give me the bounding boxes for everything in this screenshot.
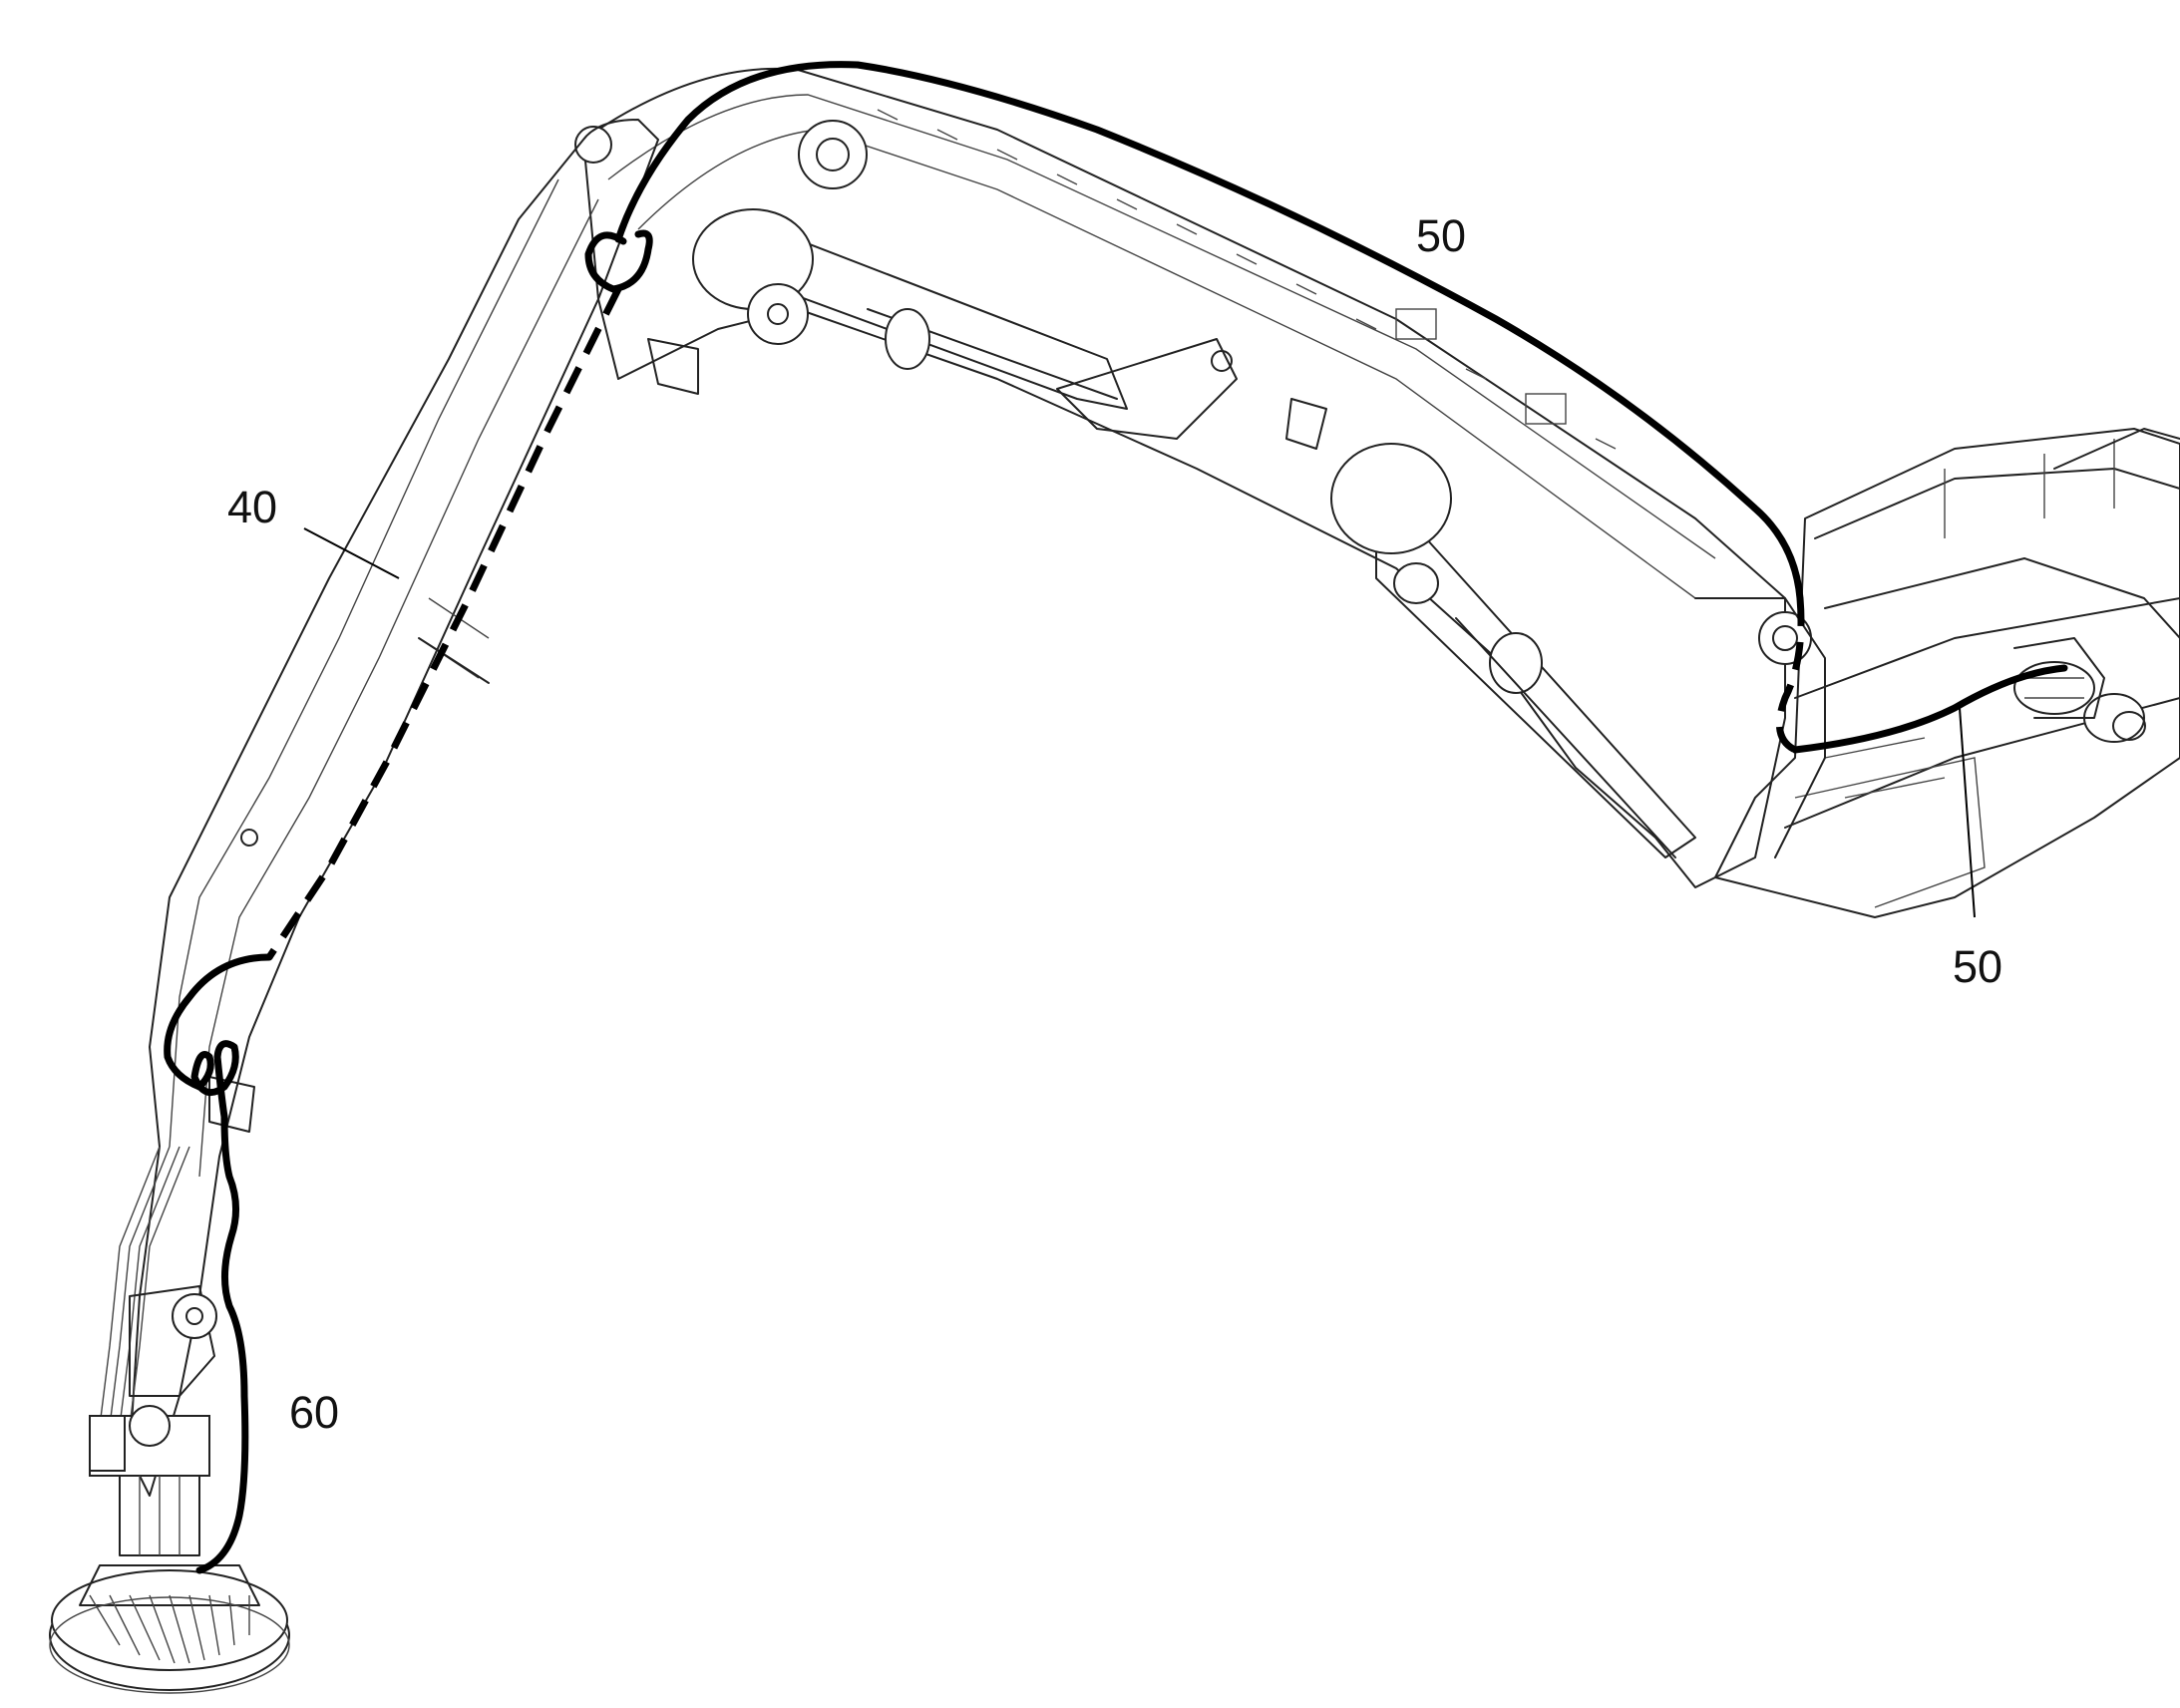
cable-50-boom: [614, 61, 1804, 602]
label-ref-50-top: 50: [1416, 210, 1466, 261]
rotator-assembly: [89, 1285, 217, 1556]
cable-50-to-motor: [1791, 664, 2068, 754]
drive-motor: [2013, 637, 2146, 743]
cable-routing: [164, 61, 2068, 1574]
cable-60: [195, 1113, 249, 1574]
cable-loop-lower: [190, 1040, 239, 1121]
label-ref-60: 60: [289, 1387, 339, 1438]
leader-40: [303, 527, 400, 579]
hydraulic-cylinders: [692, 208, 1696, 858]
cable-50-dashed-drop: [1775, 597, 1805, 754]
base-disk: [49, 1564, 290, 1694]
label-ref-50-right: 50: [1953, 941, 2002, 992]
leader-50-right: [1959, 707, 1976, 918]
cable-loop-top: [584, 229, 653, 293]
cable-40-dashed: [266, 287, 622, 959]
cable-40-solid: [164, 953, 273, 1091]
label-ref-40: 40: [227, 482, 277, 532]
main-boom: [574, 67, 1826, 888]
